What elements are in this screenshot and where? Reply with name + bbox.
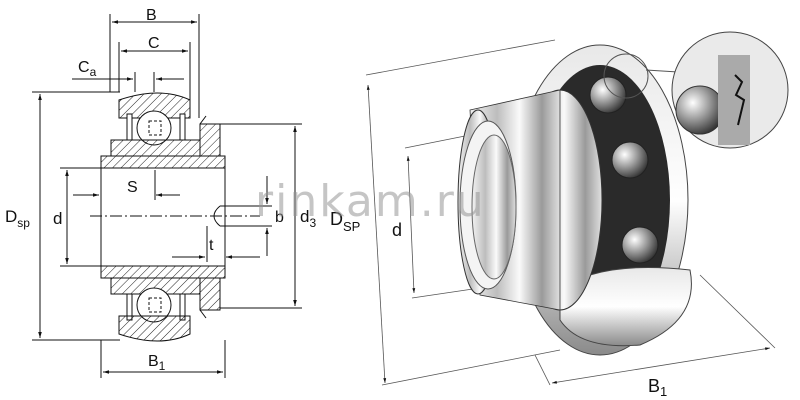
label-Dsp: Dsp	[5, 207, 30, 230]
bearing-3d-render	[365, 31, 789, 386]
label-d3: d3	[300, 207, 316, 230]
label-t: t	[209, 237, 214, 254]
label-B: B	[146, 7, 157, 24]
watermark: rinkam.ru	[255, 176, 486, 227]
label-DSP: DSP	[330, 209, 360, 234]
label-d: d	[53, 209, 62, 228]
label-B1: B1	[148, 353, 166, 373]
label-render-d: d	[392, 220, 402, 240]
label-b: b	[275, 209, 284, 226]
label-render-B1: B1	[648, 376, 667, 399]
label-Ca: Ca	[78, 59, 97, 79]
label-C: C	[148, 35, 160, 52]
label-S: S	[127, 179, 138, 196]
technical-drawing	[32, 14, 302, 378]
